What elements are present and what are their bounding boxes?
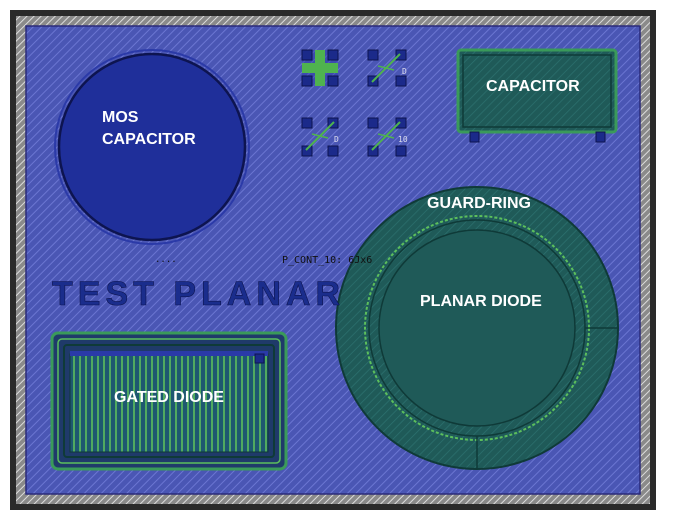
test-planar-title: TEST PLANAR [52,275,345,313]
test-pad-tag: D [402,67,407,76]
test-pad-tag: 10 [398,135,408,144]
gated-diode-label: GATED DIODE [114,389,224,406]
test-pad-tag: D [334,135,339,144]
dots-annotation: .... [155,255,177,265]
p-cont-annotation: P_CONT_10: 6Jx6 [282,255,372,266]
test-pad-bottom-left: D [301,117,339,157]
test-pad-bottom-right: 10 [367,117,408,157]
gated-diode-device: GATED DIODE [50,331,288,471]
planar-diode-device: GUARD-RING PLANAR DIODE [335,186,619,470]
test-pad-top-right: D [367,49,407,87]
guard-ring-label: GUARD-RING [427,195,531,212]
mos-capacitor-label-line1: MOS [102,109,139,126]
mos-capacitor-label-line2: CAPACITOR [102,131,196,148]
capacitor-device: CAPACITOR [456,48,618,143]
capacitor-label: CAPACITOR [486,78,580,95]
planar-diode-label: PLANAR DIODE [420,293,542,310]
mos-capacitor: MOS CAPACITOR [54,49,250,245]
test-pad-top-left [301,49,339,87]
